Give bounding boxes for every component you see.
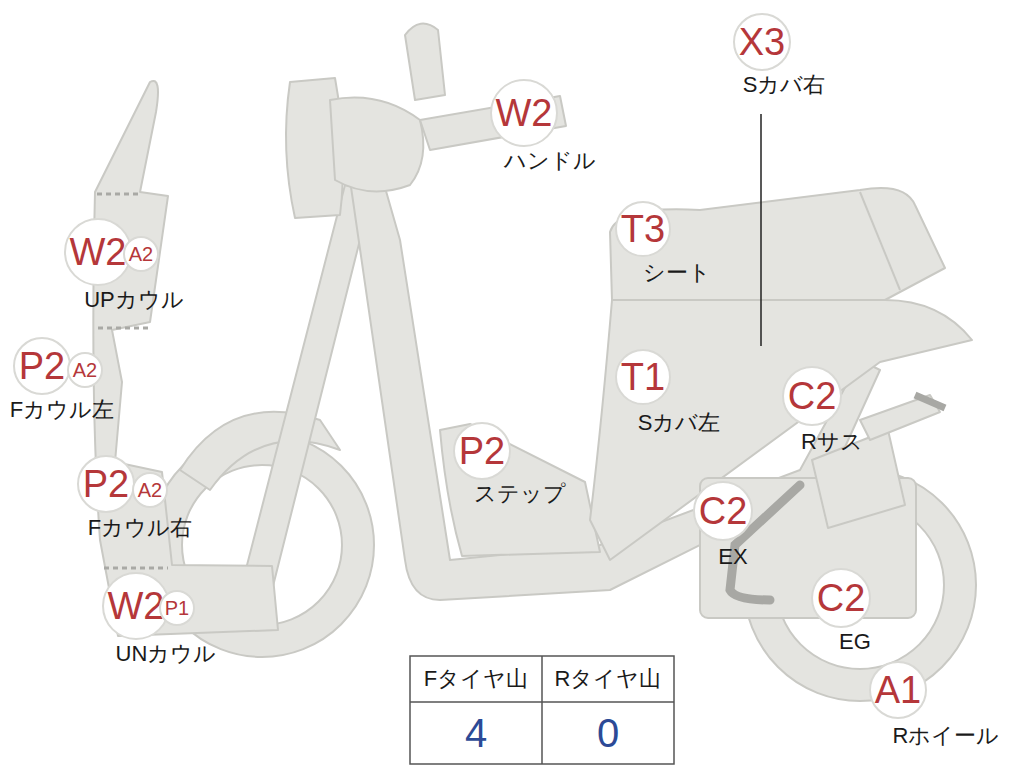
callout-code: P2 (83, 465, 129, 503)
callout-code: T1 (621, 358, 665, 396)
table-header: Fタイヤ山 (424, 668, 528, 690)
sub-callout: P1 (159, 590, 195, 626)
part-name: EG (839, 630, 871, 654)
damage-callout: P2 (13, 337, 71, 395)
callout-code: A2 (138, 480, 162, 500)
damage-callout: T3 (615, 201, 671, 257)
callout-code: P1 (165, 598, 189, 618)
damage-callout: X3 (733, 13, 791, 71)
sub-callout: A2 (132, 472, 168, 508)
table-value: 4 (465, 713, 487, 753)
tread-table (410, 656, 674, 764)
callout-code: C2 (699, 492, 748, 530)
damage-callout: A1 (869, 661, 927, 719)
leader-line (760, 114, 762, 346)
part-name: シート (643, 261, 711, 285)
sub-callout: A2 (123, 236, 159, 272)
part-name: Rホイール (893, 724, 1000, 748)
part-name: Rサス (801, 430, 863, 454)
callout-code: T3 (621, 210, 665, 248)
part-name: Fカウル右 (88, 516, 192, 540)
part-name: UNカウル (116, 642, 217, 666)
callout-code: W2 (496, 94, 553, 132)
damage-callout: W2 (64, 218, 132, 286)
callout-code: A2 (129, 244, 153, 264)
part-name: Sカバ左 (638, 411, 721, 435)
damage-callout: C2 (782, 366, 842, 426)
damage-callout: T1 (615, 349, 671, 405)
damage-callout: P2 (453, 422, 511, 480)
callout-code: W2 (70, 233, 127, 271)
damage-callout: C2 (693, 481, 753, 541)
callout-code: P2 (459, 432, 505, 470)
part-name: EX (718, 545, 747, 569)
callout-code: A2 (73, 360, 97, 380)
table-value: 0 (597, 713, 619, 753)
damage-callout: W2 (490, 79, 558, 147)
callout-code: W2 (108, 587, 165, 625)
part-name: ステップ (474, 482, 566, 506)
table-header: Rタイヤ山 (555, 668, 662, 690)
callout-code: C2 (788, 377, 837, 415)
damage-callout: P2 (77, 455, 135, 513)
callout-code: X3 (739, 23, 785, 61)
damage-callout: C2 (811, 568, 871, 628)
callout-code: C2 (817, 579, 866, 617)
sub-callout: A2 (67, 352, 103, 388)
part-name: UPカウル (84, 288, 184, 312)
callout-code: A1 (875, 671, 921, 709)
part-name: Sカバ右 (743, 73, 826, 97)
part-name: Fカウル左 (10, 398, 114, 422)
callout-code: P2 (19, 347, 65, 385)
part-name: ハンドル (504, 149, 596, 173)
